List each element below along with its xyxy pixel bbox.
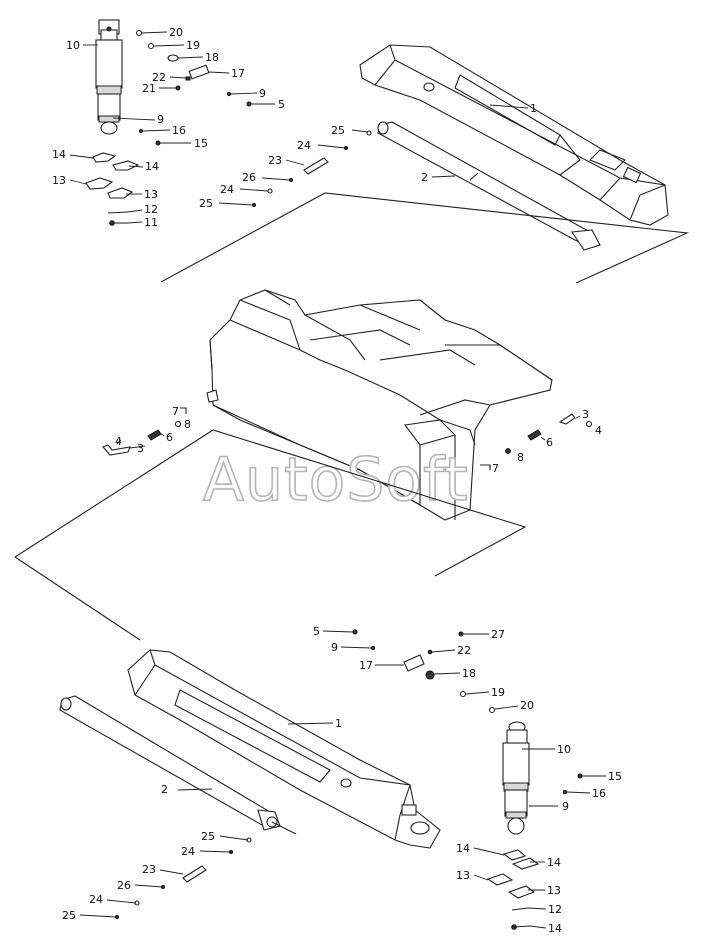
label-14: 14	[547, 856, 561, 869]
label-13: 13	[52, 174, 66, 187]
label-24: 24	[181, 845, 195, 858]
label-23: 23	[142, 863, 156, 876]
label-25: 25	[62, 909, 76, 922]
label-8: 8	[184, 418, 191, 431]
label-9: 9	[562, 800, 569, 813]
top-small-parts	[85, 29, 372, 226]
label-3: 3	[582, 408, 589, 421]
label-1: 1	[530, 102, 537, 115]
label-7: 7	[172, 405, 179, 418]
label-22: 22	[457, 644, 471, 657]
label-19: 19	[186, 39, 200, 52]
label-20: 20	[520, 699, 534, 712]
label-12: 12	[144, 203, 158, 216]
lower-lift-arm	[127, 649, 441, 849]
part-number-labels: 20 19 10 18 17 22 21 9 5 9 16 15 14 14 1…	[52, 26, 622, 935]
label-8: 8	[517, 451, 524, 464]
label-4: 4	[595, 424, 602, 437]
label-2: 2	[161, 783, 168, 796]
label-12: 12	[548, 903, 562, 916]
label-11: 11	[144, 216, 158, 229]
label-14: 14	[52, 148, 66, 161]
label-13: 13	[144, 188, 158, 201]
label-9: 9	[331, 641, 338, 654]
label-13: 13	[547, 884, 561, 897]
label-26: 26	[242, 171, 256, 184]
label-10: 10	[557, 743, 571, 756]
label-24: 24	[89, 893, 103, 906]
label-15: 15	[194, 137, 208, 150]
label-16: 16	[592, 787, 606, 800]
lower-shock-absorber	[502, 721, 530, 835]
center-small-parts	[102, 407, 593, 470]
lower-hydraulic-ram	[59, 695, 297, 835]
label-25: 25	[331, 124, 345, 137]
label-23: 23	[268, 154, 282, 167]
label-2: 2	[421, 171, 428, 184]
watermark: AutoSoft	[203, 445, 469, 515]
label-25: 25	[199, 197, 213, 210]
label-26: 26	[117, 879, 131, 892]
label-27: 27	[491, 628, 505, 641]
label-9: 9	[157, 113, 164, 126]
leader-lines	[69, 31, 606, 929]
label-20: 20	[169, 26, 183, 39]
label-17: 17	[359, 659, 373, 672]
label-6: 6	[546, 436, 553, 449]
upper-frame-outline	[160, 192, 690, 284]
upper-lift-arm	[359, 44, 669, 226]
label-3: 3	[137, 442, 144, 455]
label-21: 21	[142, 82, 156, 95]
label-5: 5	[278, 98, 285, 111]
label-17: 17	[231, 67, 245, 80]
label-24: 24	[297, 139, 311, 152]
label-22: 22	[152, 71, 166, 84]
label-4: 4	[115, 435, 122, 448]
center-frame-body	[206, 289, 553, 521]
label-9: 9	[259, 87, 266, 100]
label-16: 16	[172, 124, 186, 137]
label-13: 13	[456, 869, 470, 882]
top-shock-absorber	[95, 19, 123, 135]
label-14: 14	[548, 922, 562, 935]
label-5: 5	[313, 625, 320, 638]
label-14: 14	[456, 842, 470, 855]
label-1: 1	[335, 717, 342, 730]
label-18: 18	[205, 51, 219, 64]
lower-frame-outline	[14, 429, 527, 577]
label-25: 25	[201, 830, 215, 843]
label-10: 10	[66, 39, 80, 52]
label-15: 15	[608, 770, 622, 783]
label-24: 24	[220, 183, 234, 196]
label-7: 7	[492, 462, 499, 475]
label-19: 19	[491, 686, 505, 699]
upper-hydraulic-ram	[377, 121, 601, 251]
label-18: 18	[462, 667, 476, 680]
label-14: 14	[145, 160, 159, 173]
label-6: 6	[166, 431, 173, 444]
